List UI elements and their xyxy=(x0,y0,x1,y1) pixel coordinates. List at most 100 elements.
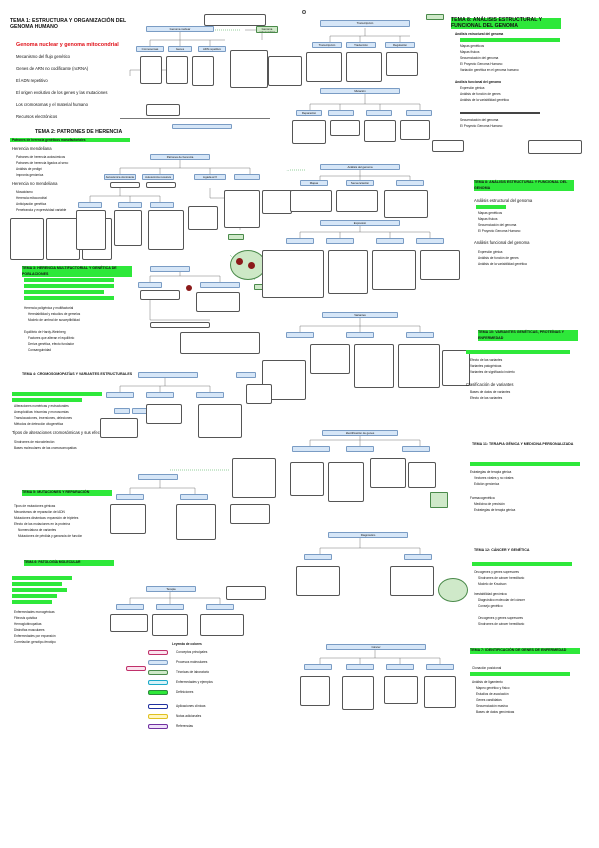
note-box xyxy=(336,190,378,212)
note-box xyxy=(372,250,416,290)
tema2-line: Patrones de herencia ligados al sexo xyxy=(16,161,69,165)
note-box xyxy=(110,182,140,188)
note-box xyxy=(146,104,180,116)
node xyxy=(326,238,354,244)
node-top-middle: Transcripción xyxy=(320,20,410,27)
tema6-line: Enfermedades por expansión xyxy=(14,634,56,638)
node-patrones: Patrones de herencia xyxy=(150,154,210,160)
dot-icon xyxy=(186,285,192,291)
legend-swatch xyxy=(148,704,168,709)
tema1-item: Mecanismo del flujo genético xyxy=(16,54,71,59)
node-secuenciacion: Secuenciación xyxy=(346,180,374,186)
tema10-line: Variantes patogénicas xyxy=(470,364,502,368)
legend-swatch xyxy=(148,660,168,665)
note-box xyxy=(198,404,242,438)
tema8-line: Secuenciación del genoma xyxy=(460,56,499,60)
note-box xyxy=(384,676,418,704)
tema11-line: Estrategias de terapia génica xyxy=(470,470,512,474)
highlight-bar xyxy=(12,576,72,580)
node-expresion: Expresión xyxy=(320,220,400,226)
tema5-line: Nomenclatura de variantes xyxy=(18,528,57,532)
legend-item: Aplicaciones clínicas xyxy=(176,704,206,708)
note-box xyxy=(306,52,342,82)
note-box xyxy=(390,566,434,596)
tema8-line: Análisis funcional del genoma xyxy=(474,240,530,245)
node xyxy=(118,202,142,208)
node xyxy=(234,174,260,180)
tema8-line: Mapas físicos xyxy=(478,217,498,221)
tema5-line: Tipos de mutaciones génicas xyxy=(14,504,56,508)
tema8-line: Análisis de función de genes xyxy=(478,256,519,260)
note-box xyxy=(230,50,268,88)
tema11-title: TEMA 11: TERAPIA GÉNICA Y MEDICINA PERSO… xyxy=(472,442,574,446)
tema8-line: Expresión génica xyxy=(478,250,503,254)
note-box xyxy=(262,250,324,298)
node-small xyxy=(426,14,444,20)
node xyxy=(346,332,374,338)
highlight-bar xyxy=(24,278,114,282)
tema3-line: Deriva genética, efecto fundador xyxy=(28,342,75,346)
legend-swatch xyxy=(148,690,168,695)
node xyxy=(328,110,354,116)
note-box xyxy=(226,586,266,600)
legend-title: Leyenda de colores xyxy=(172,642,202,646)
node xyxy=(116,494,144,500)
note-box xyxy=(114,210,142,246)
legend-item: Procesos moleculares xyxy=(176,660,208,664)
dark-bar xyxy=(460,112,540,114)
tema7-line: Genes candidatos xyxy=(476,698,502,702)
tema2-line: Mosaicismo xyxy=(16,190,33,194)
tema6-line: Fibrosis quística xyxy=(14,616,38,620)
node-green xyxy=(430,492,448,508)
node xyxy=(146,392,174,398)
node-mapas: Mapas xyxy=(300,180,328,186)
tema8-line: El Proyecto Genoma Humano xyxy=(460,124,503,128)
legend-item: Definiciones xyxy=(176,690,194,694)
node-mutacion: Mutación xyxy=(320,88,400,94)
node xyxy=(156,604,184,610)
tema4-line: Bases moleculares de las cromosomopatías xyxy=(14,446,77,450)
tema8-line: Secuenciación del genoma xyxy=(460,118,499,122)
tema8-line: Análisis estructural del genoma xyxy=(455,32,504,36)
legend-item: Referencias xyxy=(176,724,194,728)
tema1-item: Genes de ARN no codificante (ncRNA) xyxy=(16,66,89,71)
node-regulacion: Regulación xyxy=(385,42,415,48)
highlight-bar xyxy=(12,594,57,598)
tema2-line: Anticipación genética xyxy=(16,202,47,206)
tema8-line: Mapas genéticos xyxy=(460,44,485,48)
tema10-title: TEMA 10: VARIANTES GENÉTICAS, PROTEÍNAS … xyxy=(478,330,578,342)
tema4-line: Translocaciones, inversiones, deleciones xyxy=(14,416,72,420)
tema4-line: Síndromes de microdeleción xyxy=(14,440,55,444)
highlight-bar xyxy=(10,138,130,142)
tema2-line: Patrones de herencia autosómicos xyxy=(16,155,66,159)
tema12-line: Oncogenes y genes supresores xyxy=(478,616,524,620)
tema8-line: Mapas físicos xyxy=(460,50,480,54)
node-diagnostico: Diagnóstico xyxy=(328,532,408,538)
tema10-line: Efecto de las variantes xyxy=(470,358,503,362)
tema2-line: Herencia mitocondrial xyxy=(16,196,47,200)
tema12-line: Síndromes de cáncer hereditario xyxy=(478,576,525,580)
tema7-title: TEMA 7: IDENTIFICACIÓN DE GENES DE ENFER… xyxy=(470,648,580,654)
tema12-line: Oncogenes y genes supresores xyxy=(474,570,520,574)
legend-swatch xyxy=(148,680,168,685)
legend-swatch xyxy=(148,670,168,675)
tema7-line: Bases de datos genómicas xyxy=(476,710,515,714)
tema12-line: Inestabilidad genómica xyxy=(474,592,507,596)
tema6-line: Hemoglobinopatías xyxy=(14,622,42,626)
node xyxy=(304,664,332,670)
arrow-label: → xyxy=(286,168,290,172)
node-genoma-mitocondrial: Genoma mitocondrial xyxy=(256,26,278,33)
tema1-item: Recursos electrónicos xyxy=(16,114,58,119)
tema3-line: Equilibrio de Hardy-Weinberg xyxy=(24,330,66,334)
note-box xyxy=(232,458,276,498)
dot-icon xyxy=(248,262,255,269)
note-box xyxy=(152,614,188,636)
node-terapia: Terapia xyxy=(146,586,196,592)
node xyxy=(236,372,256,378)
highlight-bar xyxy=(24,284,114,288)
note-box xyxy=(408,462,436,488)
node-traduccion: Traducción xyxy=(346,42,376,48)
tema1-red-heading: Genoma nuclear y genoma mitocondrial xyxy=(16,42,119,48)
node xyxy=(138,474,178,480)
tema4-line: Tipos de alteraciones cromosómicas y sus… xyxy=(12,430,106,435)
